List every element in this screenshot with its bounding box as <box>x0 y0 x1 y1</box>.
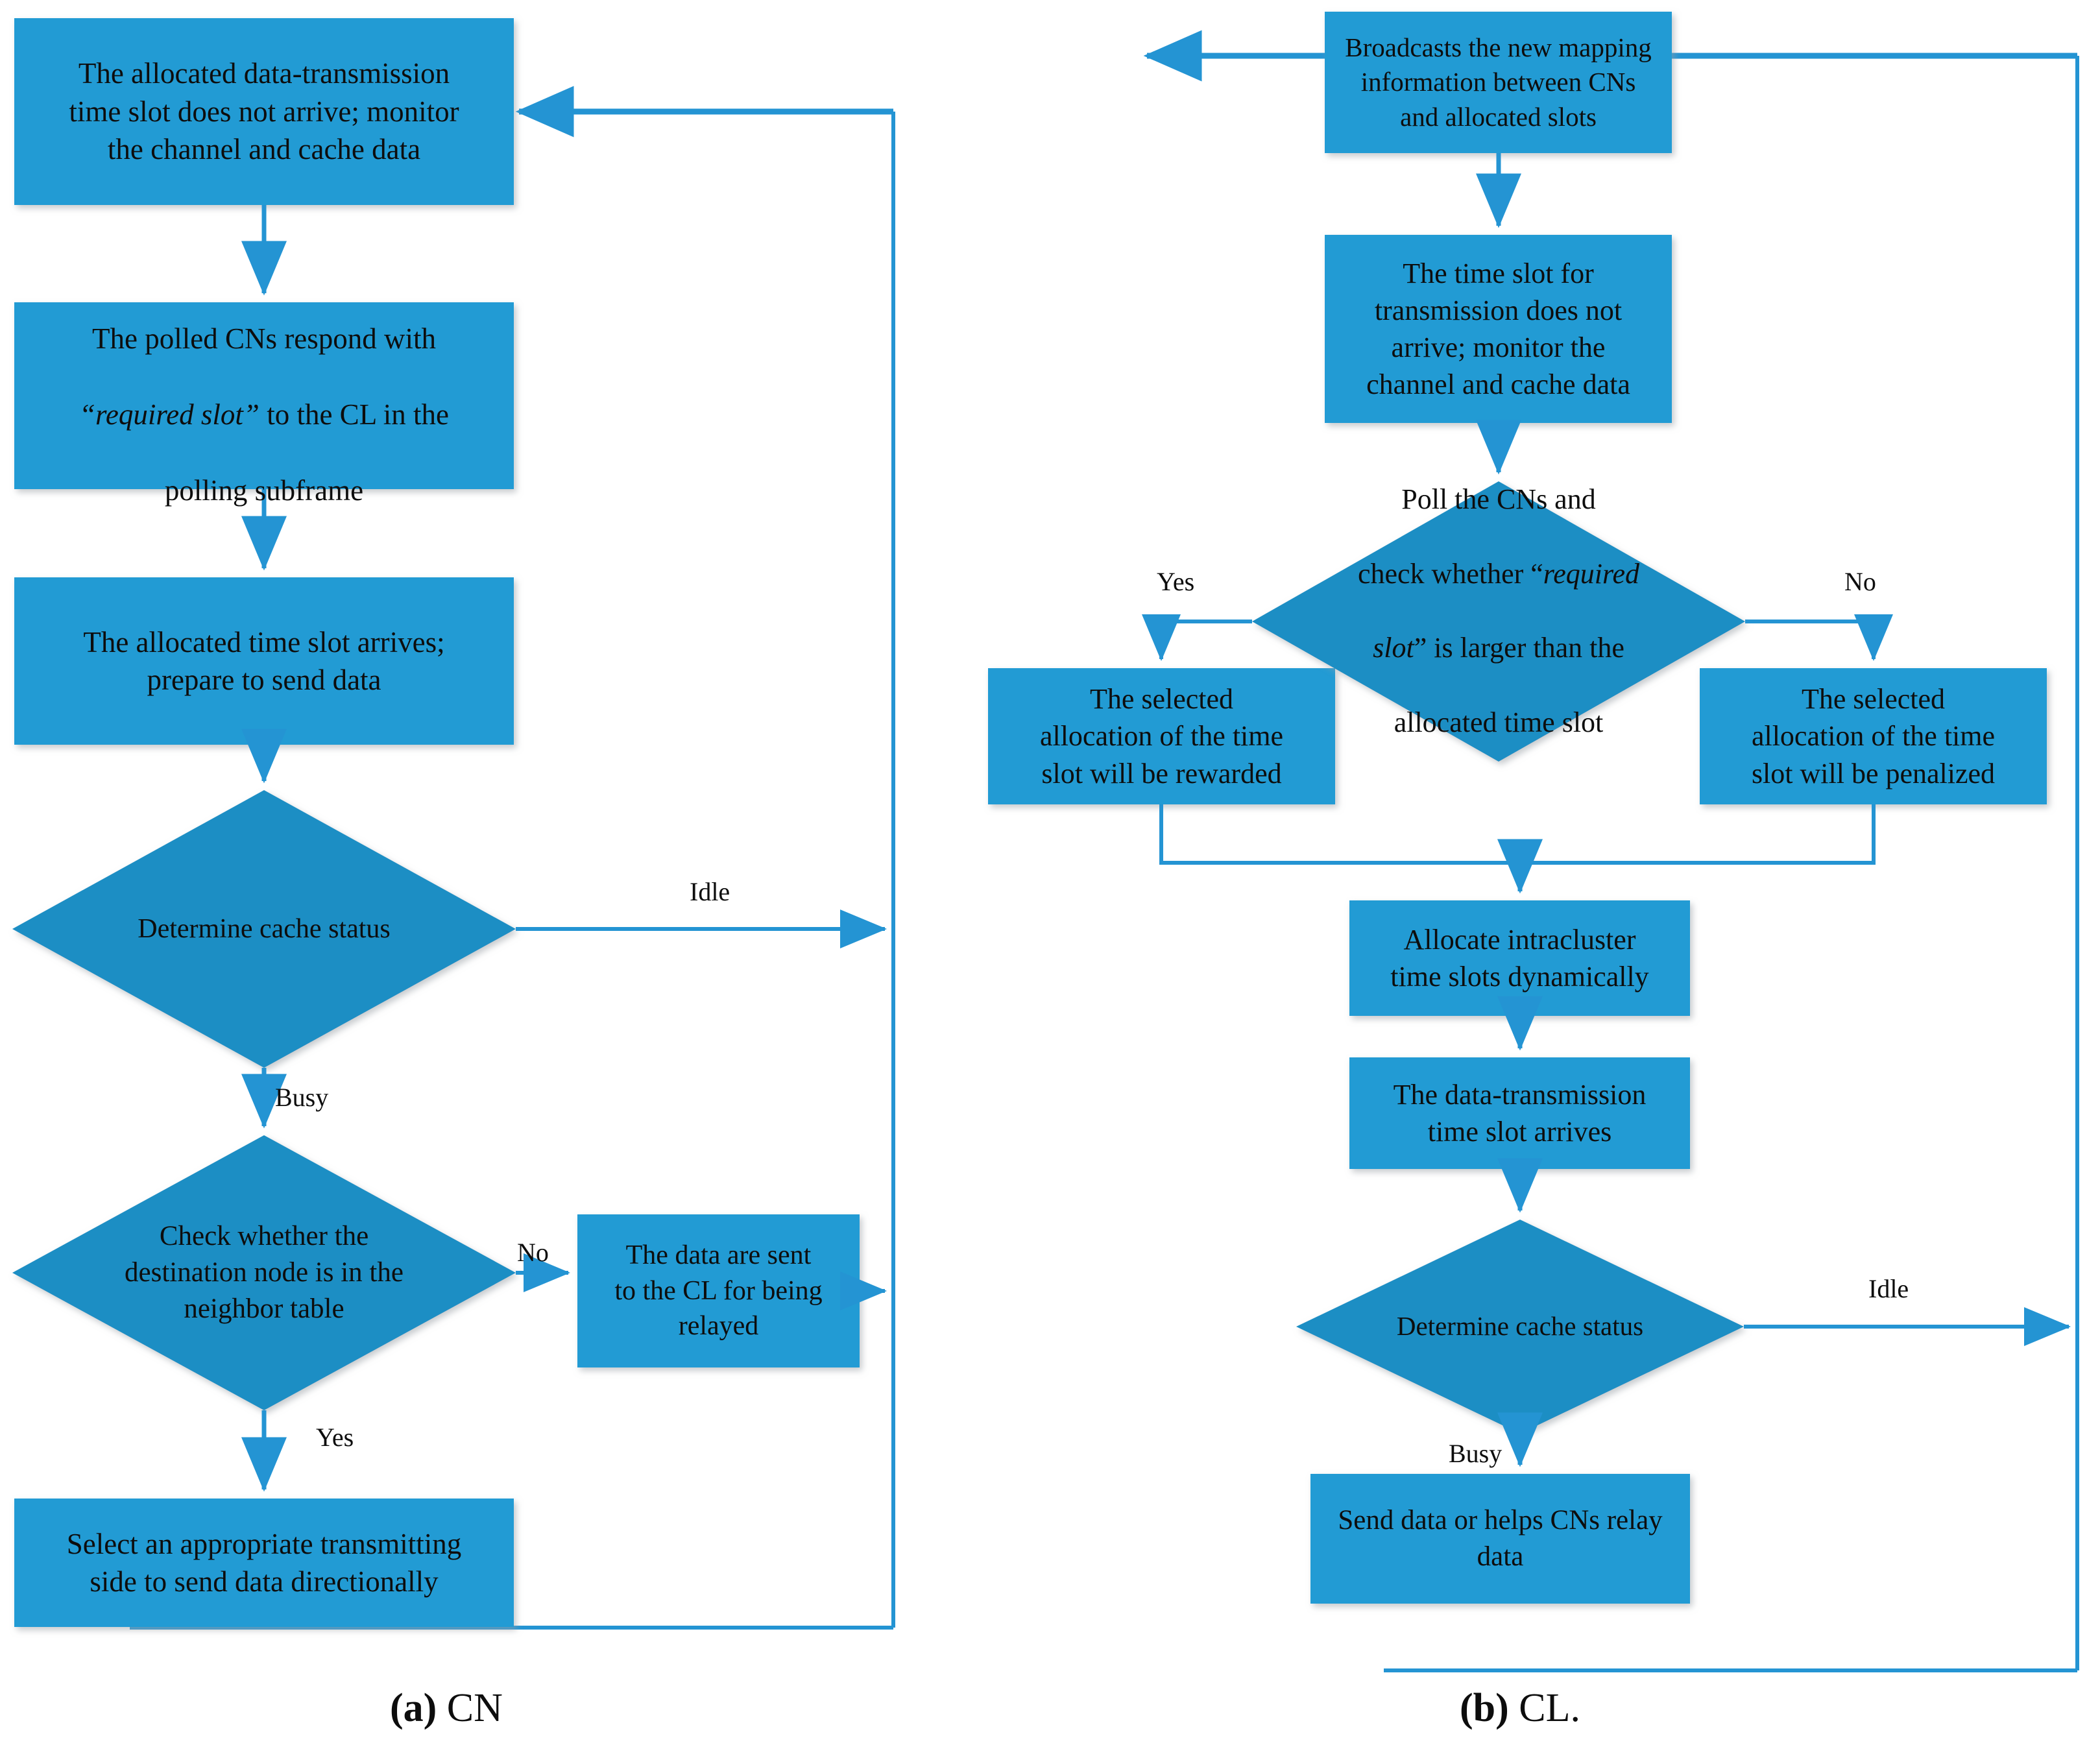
cl-node-send-relay-box <box>1310 1474 1690 1604</box>
caption-b-marker: (b) <box>1460 1686 1509 1730</box>
cn-node-data-relayed-box <box>577 1214 860 1367</box>
cn-decision-cache-status-diamond <box>12 790 516 1068</box>
cn-node-select-side-box <box>14 1499 514 1627</box>
cn-loopback-connector <box>130 86 895 1630</box>
cn-decision-neighbor-table-diamond <box>12 1135 516 1410</box>
cl-merge-bus <box>1159 804 1876 865</box>
cn-edge-label-idle: Idle <box>690 877 730 906</box>
cl-edge-label-idle: Idle <box>1868 1274 1909 1303</box>
caption-a-text: CN <box>437 1686 503 1730</box>
caption-panel-a: (a) CN <box>390 1685 503 1731</box>
cn-edge-label-busy: Busy <box>275 1083 329 1112</box>
cl-node-allocate-slots-box <box>1349 900 1690 1016</box>
cl-node-datatx-arrives-box <box>1349 1057 1690 1169</box>
cl-node-rewarded-box <box>988 668 1335 804</box>
cn-node-polled-respond-box <box>14 302 514 489</box>
cn-node-monitor-cache-box <box>14 18 514 205</box>
cl-node-penalized-box <box>1700 668 2047 804</box>
caption-a-marker: (a) <box>390 1686 437 1730</box>
cn-node-slot-arrives-box <box>14 577 514 745</box>
cl-decision-cache-status-diamond <box>1296 1220 1744 1434</box>
cl-edge-label-yes: Yes <box>1157 567 1195 596</box>
cl-decision-required-slot-diamond <box>1252 481 1745 762</box>
cl-node-broadcast-box <box>1325 12 1672 153</box>
cl-node-timeslot-monitor-box <box>1325 235 1672 423</box>
cl-edge-label-busy: Busy <box>1449 1439 1503 1468</box>
caption-panel-b: (b) CL. <box>1460 1685 1580 1731</box>
cl-edge-label-no: No <box>1844 567 1876 596</box>
cn-edge-label-no: No <box>517 1238 549 1267</box>
caption-b-text: CL. <box>1508 1686 1581 1730</box>
cn-edge-label-yes: Yes <box>316 1423 354 1452</box>
